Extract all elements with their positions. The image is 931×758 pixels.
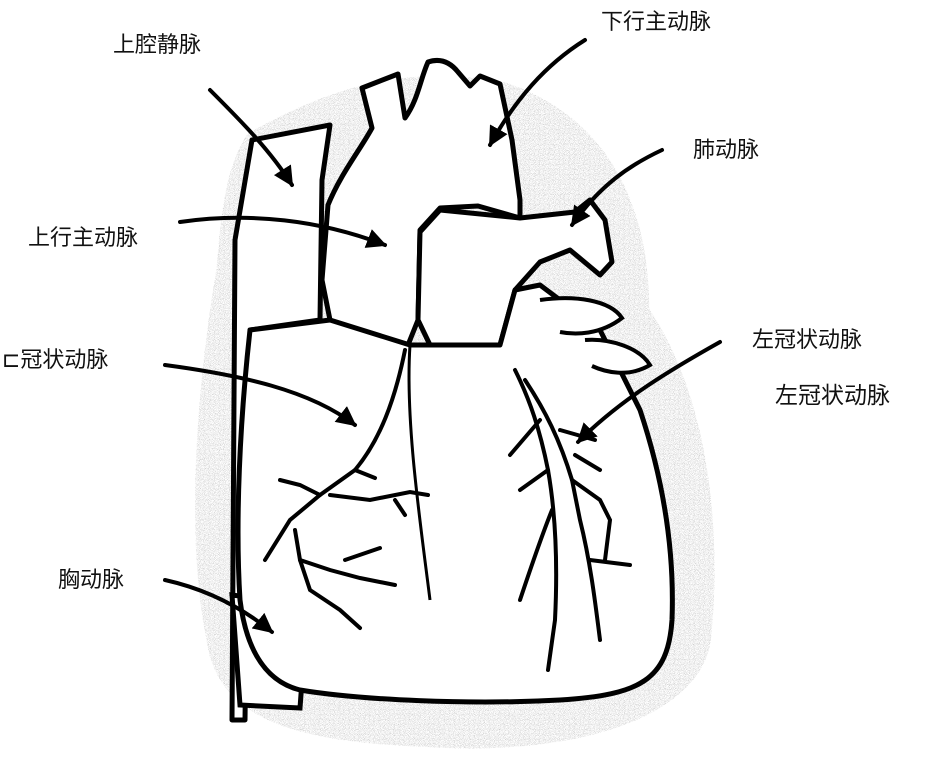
label-left-coronary-artery-duplicate: 左冠状动脉 — [775, 385, 890, 408]
label-thoracic-artery: 胸动脉 — [58, 570, 124, 592]
label-ascending-aorta: 上行主动脉 — [28, 228, 138, 250]
label-left-coronary-artery: 左冠状动脉 — [752, 330, 862, 352]
label-superior-vena-cava: 上腔静脉 — [113, 35, 201, 57]
label-right-coronary-artery: ⊏冠状动脉 — [2, 350, 108, 372]
label-descending-aorta: 下行主动脉 — [601, 12, 711, 34]
label-pulmonary-artery: 肺动脉 — [693, 140, 759, 162]
